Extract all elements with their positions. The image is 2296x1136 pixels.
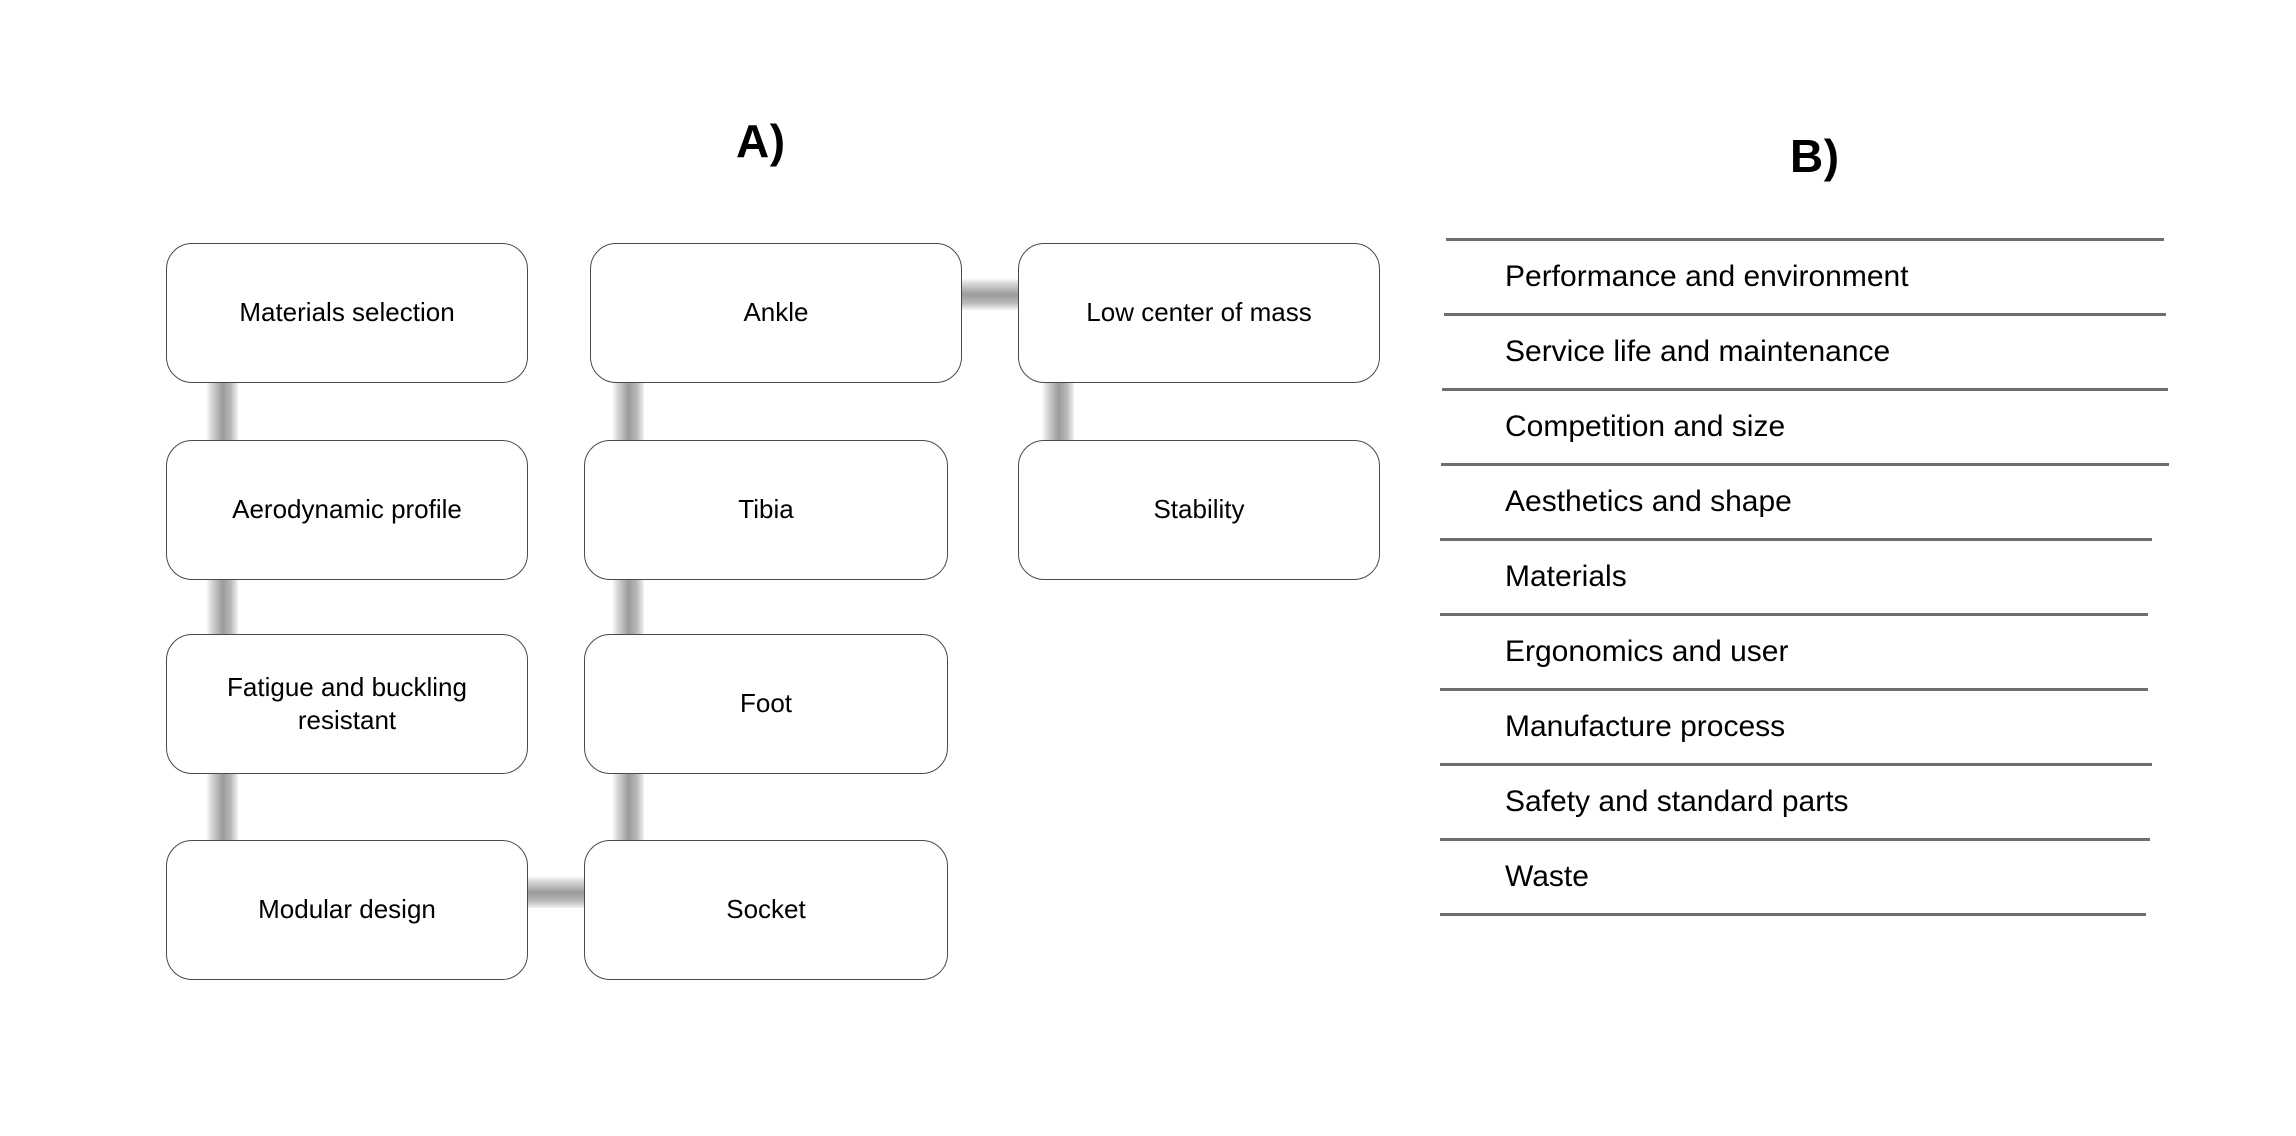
list-divider <box>1441 463 2169 466</box>
list-item[interactable]: Aesthetics and shape <box>1440 466 2170 538</box>
list-divider <box>1440 613 2148 616</box>
list-item[interactable]: Ergonomics and user <box>1440 616 2170 688</box>
list-divider <box>1440 538 2152 541</box>
node-aerodynamic-profile[interactable]: Aerodynamic profile <box>166 440 528 580</box>
node-ankle-label: Ankle <box>743 297 809 328</box>
node-low-center-of-mass[interactable]: Low center of mass <box>1018 243 1380 383</box>
panel-b-label: B) <box>1790 130 1840 182</box>
node-foot-label: Foot <box>739 688 793 719</box>
list-item[interactable]: Competition and size <box>1440 391 2170 463</box>
node-socket[interactable]: Socket <box>584 840 948 980</box>
list-item[interactable]: Safety and standard parts <box>1440 766 2170 838</box>
node-modular-design[interactable]: Modular design <box>166 840 528 980</box>
node-modular-design-label: Modular design <box>258 894 436 925</box>
list-item-label: Aesthetics and shape <box>1505 485 1792 518</box>
list-divider <box>1442 388 2168 391</box>
connector-foot-to-socket <box>612 762 644 852</box>
list-item-label: Performance and environment <box>1505 260 1909 293</box>
node-tibia-label: Tibia <box>738 494 794 525</box>
list-divider <box>1440 763 2152 766</box>
list-item-label: Waste <box>1505 860 1589 893</box>
node-low-center-of-mass-label: Low center of mass <box>1086 297 1312 328</box>
list-item[interactable]: Service life and maintenance <box>1440 316 2170 388</box>
node-tibia[interactable]: Tibia <box>584 440 948 580</box>
list-item-label: Ergonomics and user <box>1505 635 1789 668</box>
list-divider <box>1444 313 2166 316</box>
node-stability-label: Stability <box>1153 494 1245 525</box>
connector-fatigue-buckling-to-modular-design <box>206 762 238 852</box>
list-item[interactable]: Manufacture process <box>1440 691 2170 763</box>
node-materials-selection-label: Materials selection <box>239 297 455 328</box>
list-item[interactable]: Performance and environment <box>1440 241 2170 313</box>
list-divider <box>1440 838 2150 841</box>
list-item-label: Safety and standard parts <box>1505 785 1849 818</box>
node-materials-selection[interactable]: Materials selection <box>166 243 528 383</box>
node-stability[interactable]: Stability <box>1018 440 1380 580</box>
node-foot[interactable]: Foot <box>584 634 948 774</box>
panel-a-label: A) <box>736 115 786 167</box>
node-fatigue-buckling[interactable]: Fatigue and buckling resistant <box>166 634 528 774</box>
list-divider <box>1440 913 2146 916</box>
requirements-list: Performance and environment Service life… <box>1440 238 2170 916</box>
list-item-label: Competition and size <box>1505 410 1786 443</box>
node-socket-label: Socket <box>726 894 806 925</box>
list-divider <box>1446 238 2164 241</box>
list-divider <box>1440 688 2148 691</box>
list-item-label: Materials <box>1505 560 1627 593</box>
list-item-label: Service life and maintenance <box>1505 335 1891 368</box>
list-item[interactable]: Materials <box>1440 541 2170 613</box>
list-item[interactable]: Waste <box>1440 841 2170 913</box>
list-item-label: Manufacture process <box>1505 710 1786 743</box>
node-aerodynamic-profile-label: Aerodynamic profile <box>232 494 462 525</box>
node-ankle[interactable]: Ankle <box>590 243 962 383</box>
node-fatigue-buckling-label: Fatigue and buckling resistant <box>227 671 467 735</box>
